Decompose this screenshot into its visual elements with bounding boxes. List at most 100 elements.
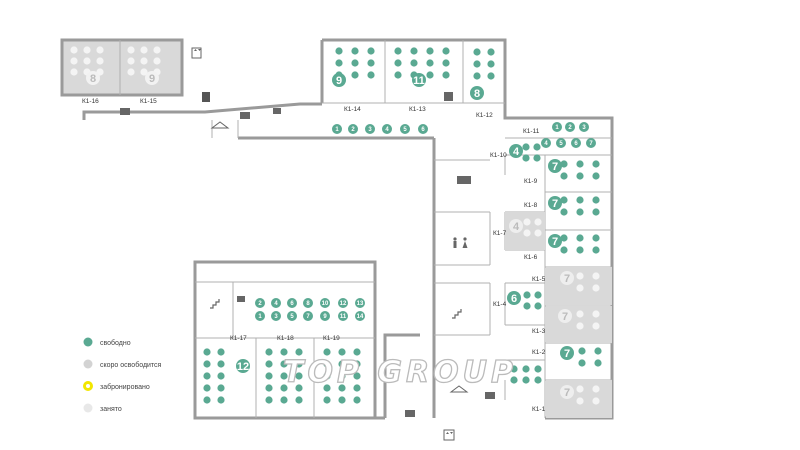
desk-dot-free (338, 396, 346, 404)
capacity-k1-5: 7 (564, 273, 570, 285)
desk-dot-free (203, 384, 211, 392)
desk-dot-free (442, 47, 450, 55)
k1-11-num: 6 (574, 141, 578, 147)
desk-dot-free (338, 360, 346, 368)
capacity-k1-15: 9 (149, 73, 155, 85)
desk-dot-free (560, 208, 568, 216)
lower-num: 11 (340, 314, 347, 320)
desk-dot-free (592, 172, 600, 180)
desk-dot-free (367, 59, 375, 67)
capacity-k1-3: 7 (562, 311, 568, 323)
desk-dot-free (534, 365, 542, 373)
desk-dot-occupied (83, 46, 91, 54)
desk-dot-free (353, 396, 361, 404)
lower-row: 2 4 6 8 10 12 13 1 3 5 7 9 11 14 (255, 298, 365, 321)
row-top-num: 3 (368, 127, 372, 133)
lounge-icon (240, 112, 250, 119)
desk-dot-free (523, 302, 531, 310)
wardrobe-icon (210, 121, 230, 129)
desk-dot-free (426, 59, 434, 67)
k1-11-num: 2 (568, 125, 572, 131)
desk-dot-occupied (576, 385, 584, 393)
desk-dot-free (487, 72, 495, 80)
desk-dot-free (367, 47, 375, 55)
watermark: TOP GROUP (283, 355, 517, 390)
lower-num: 4 (274, 301, 278, 307)
desk-dot-free (410, 59, 418, 67)
capacity-k1-7: 4 (513, 221, 520, 233)
desk-dot-free (265, 384, 273, 392)
room-label: К1-1 (532, 406, 546, 413)
elevator-icon (191, 47, 202, 59)
room-label: К1-17 (230, 335, 247, 342)
desk-dot-free (487, 60, 495, 68)
desk-dot-occupied (127, 57, 135, 65)
desk-dot-occupied (523, 218, 531, 226)
room-label: К1-7 (493, 230, 507, 237)
desk-dot-occupied (592, 397, 600, 405)
room-label: К1-8 (524, 202, 538, 209)
desk-dot-occupied (96, 57, 104, 65)
desk-dot-free (522, 143, 530, 151)
row-top-num: 4 (385, 127, 389, 133)
desk-dot-occupied (140, 57, 148, 65)
printer-icon (273, 108, 281, 114)
desk-dot-free (295, 384, 303, 392)
row-top-num: 1 (335, 127, 339, 133)
capacity-k1-10: 4 (513, 146, 520, 158)
desk-dot-free (323, 348, 331, 356)
desk-dot-free (217, 384, 225, 392)
desk-dot-free (351, 47, 359, 55)
room-label: К1-2 (532, 349, 546, 356)
desk-dot-free (217, 360, 225, 368)
lounge-icon (120, 108, 130, 115)
desk-dot-occupied (523, 229, 531, 237)
desk-dot-free (394, 47, 402, 55)
room-labels: К1-16 К1-15 К1-14 К1-13 К1-12 К1-11 К1-1… (82, 98, 546, 413)
reception-icon (457, 176, 471, 184)
desk-dot-free (323, 372, 331, 380)
room-label: К1-13 (409, 106, 426, 113)
desk-dot-free (576, 208, 584, 216)
desk-dot-occupied (592, 284, 600, 292)
desk-dot-free (280, 372, 288, 380)
desk-dot-free (442, 59, 450, 67)
desk-dot-free (295, 396, 303, 404)
desk-dot-free (335, 47, 343, 55)
lower-num: 6 (290, 301, 294, 307)
printer-icon (237, 296, 245, 302)
desk-dot-free (487, 48, 495, 56)
stairs-icon (452, 309, 462, 319)
desk-dot-occupied (592, 322, 600, 330)
desk-dot-free (576, 172, 584, 180)
desk-dot-free (351, 59, 359, 67)
wardrobe-icon (449, 385, 469, 393)
desk-dot-free (522, 376, 530, 384)
desk-dot-occupied (140, 68, 148, 76)
legend: свободно скоро освободится забронировано… (83, 337, 162, 413)
desk-dot-free (353, 360, 361, 368)
k1-11-num: 5 (559, 141, 563, 147)
desk-dot-free (426, 71, 434, 79)
lounge-icon (485, 392, 495, 399)
desk-dot-free (367, 71, 375, 79)
room-label: К1-10 (490, 152, 507, 159)
desk-dot-occupied (70, 46, 78, 54)
room-label: К1-15 (140, 98, 157, 105)
room-label: К1-6 (524, 254, 538, 261)
capacity-k1-4: 6 (511, 293, 517, 305)
legend-swatch-soon (83, 359, 93, 369)
capacity-k1-16: 8 (90, 73, 96, 85)
desk-dot-free (295, 348, 303, 356)
desk-dots (203, 47, 602, 404)
legend-swatch-occupied (83, 403, 93, 413)
desk-dot-free (203, 396, 211, 404)
kitchen-icon (444, 92, 453, 101)
desk-dot-free (594, 359, 602, 367)
room-label: К1-19 (323, 335, 340, 342)
lower-num: 3 (274, 314, 278, 320)
desk-dot-free (323, 360, 331, 368)
lower-num: 5 (290, 314, 294, 320)
desk-dot-free (203, 348, 211, 356)
